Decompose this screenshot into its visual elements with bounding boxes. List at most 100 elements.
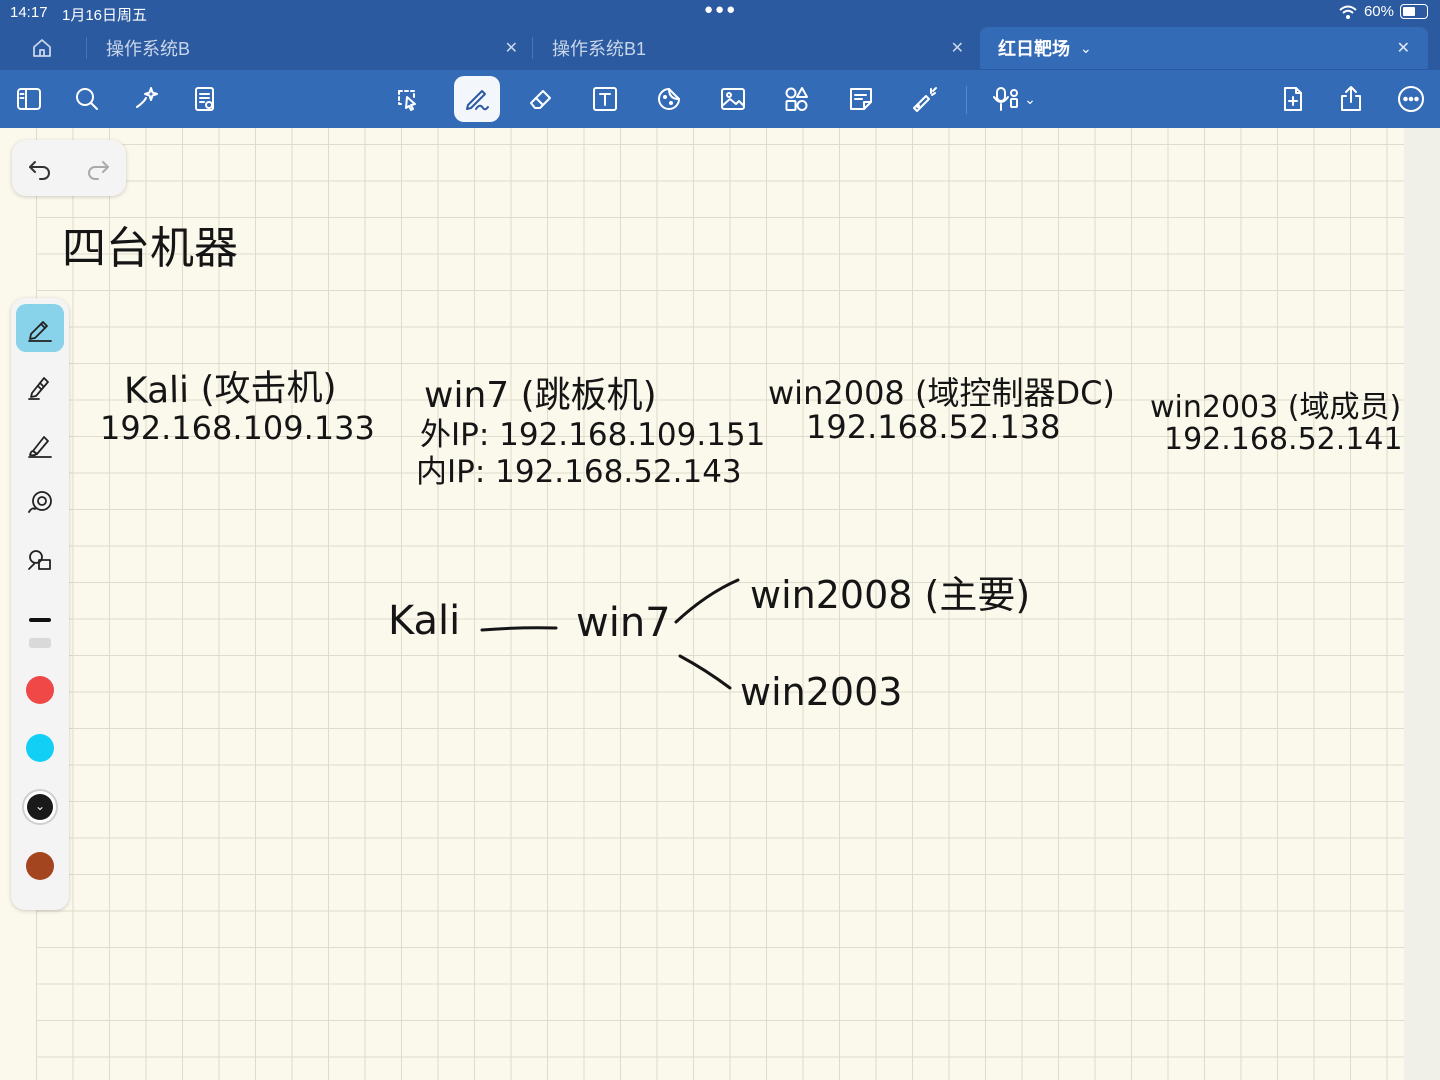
fountain-pen-tool[interactable] (16, 304, 64, 352)
stamp-icon (28, 491, 52, 513)
undo-redo-panel (12, 140, 126, 196)
pen-palette: ⌄ (11, 298, 69, 910)
color-cyan[interactable] (26, 734, 54, 762)
text-button[interactable] (584, 78, 626, 120)
tab-label: 红日靶场 (998, 39, 1070, 59)
redo-icon (88, 161, 109, 180)
color-black-selected[interactable]: ⌄ (22, 789, 58, 825)
win7-external-ip: 外IP: 192.168.109.151 (420, 417, 766, 453)
lasso-icon (398, 90, 416, 111)
undo-button[interactable] (24, 152, 56, 184)
top-bar: 14:17 1月16日周五 ●●● 60% 操作系统B ✕ 操作系统B1 ✕ 红… (0, 0, 1440, 128)
magic-wand-icon (136, 87, 158, 108)
share-icon (1341, 86, 1361, 111)
color-red[interactable] (26, 676, 54, 704)
microphone-button[interactable]: ⌄ (982, 78, 1046, 120)
diagram-win2003: win2003 (740, 670, 903, 714)
battery-fill (1403, 7, 1415, 16)
document-icon (195, 87, 214, 111)
home-icon (33, 39, 51, 57)
status-time: 14:17 (10, 4, 48, 21)
shape-pen-tool[interactable] (16, 536, 64, 584)
win2003-ip: 192.168.52.141 (1164, 422, 1403, 457)
fountain-pen-icon (28, 321, 52, 342)
pen-icon (466, 90, 489, 111)
tab-red-range[interactable]: 红日靶场 ⌄ ✕ (980, 27, 1428, 69)
chevron-down-icon[interactable]: ⌄ (1080, 39, 1092, 56)
tab-divider (86, 37, 87, 59)
status-date: 1月16日周五 (62, 7, 148, 24)
search-icon (76, 88, 98, 110)
stroke-thick[interactable] (29, 618, 51, 622)
more-icon (1398, 86, 1424, 112)
close-icon[interactable]: ✕ (1396, 40, 1410, 57)
add-page-button[interactable] (1272, 78, 1314, 120)
tab-os-b[interactable]: 操作系统B ✕ (106, 27, 518, 69)
win7-name: win7 (跳板机) (424, 375, 657, 416)
close-icon[interactable]: ✕ (950, 40, 964, 57)
stamp-tool[interactable] (16, 478, 64, 526)
link-kali-win7 (480, 626, 558, 632)
search-button[interactable] (66, 78, 108, 120)
microphone-icon (993, 87, 1019, 111)
sticky-note-icon (850, 88, 872, 110)
ballpoint-pen-tool[interactable] (16, 362, 64, 410)
ai-button[interactable] (126, 78, 168, 120)
brush-pen-tool[interactable] (16, 420, 64, 468)
document-button[interactable] (184, 78, 226, 120)
add-page-icon (1284, 87, 1302, 111)
undo-icon (29, 161, 50, 180)
chevron-down-icon[interactable]: ⌄ (1024, 90, 1036, 107)
note-title: 四台机器 (62, 223, 238, 274)
eraser-icon (530, 90, 551, 109)
redo-button[interactable] (82, 152, 114, 184)
lasso-button[interactable] (386, 78, 428, 120)
image-icon (721, 88, 745, 110)
eraser-button[interactable] (520, 78, 562, 120)
win7-internal-ip: 内IP: 192.168.52.143 (416, 454, 742, 490)
text-icon (593, 87, 617, 111)
tab-label: 操作系统B1 (552, 39, 647, 59)
shape-pen-icon (28, 550, 51, 570)
battery-icon (1400, 4, 1428, 19)
link-win7-win2003 (678, 654, 732, 690)
tab-divider (532, 37, 533, 59)
diagram-win2008: win2008 (主要) (750, 573, 1031, 617)
laser-pointer-icon (913, 87, 937, 112)
share-button[interactable] (1330, 78, 1372, 120)
win2003-name: win2003 (域成员) (1150, 390, 1402, 425)
battery-percent: 60% (1363, 3, 1394, 20)
win2008-ip: 192.168.52.138 (806, 408, 1061, 446)
toolbar-divider (966, 86, 967, 114)
win2008-name: win2008 (域控制器DC) (768, 374, 1115, 412)
tab-bar: 操作系统B ✕ 操作系统B1 ✕ 红日靶场 ⌄ ✕ (0, 27, 1440, 69)
tab-label: 操作系统B (106, 39, 191, 59)
sticker-icon (658, 88, 680, 110)
home-tab[interactable] (30, 27, 64, 69)
shapes-icon (785, 87, 808, 111)
note-canvas[interactable] (36, 128, 1404, 1080)
more-button[interactable] (1390, 78, 1432, 120)
status-right: 60% (1338, 3, 1428, 20)
sticker-button[interactable] (648, 78, 690, 120)
sidebar-icon (17, 88, 41, 110)
tab-os-b1[interactable]: 操作系统B1 ✕ (552, 27, 964, 69)
wifi-icon (1339, 5, 1357, 19)
ballpoint-pen-icon (28, 377, 49, 400)
close-icon[interactable]: ✕ (504, 40, 518, 57)
pen-tool-button[interactable] (454, 76, 500, 122)
status-bar: 14:17 1月16日周五 ●●● 60% (0, 0, 1440, 26)
toolbar: ⌄ (0, 70, 1440, 128)
kali-ip: 192.168.109.133 (100, 409, 375, 447)
image-button[interactable] (712, 78, 754, 120)
multitasking-dots-icon[interactable]: ●●● (704, 1, 738, 18)
shapes-button[interactable] (776, 78, 818, 120)
stroke-thin[interactable] (29, 638, 51, 648)
sidebar-button[interactable] (8, 78, 50, 120)
color-brown[interactable] (26, 852, 54, 880)
diagram-win7: win7 (576, 600, 671, 646)
sticky-note-button[interactable] (840, 78, 882, 120)
laser-pointer-button[interactable] (904, 78, 946, 120)
link-win7-win2008 (674, 578, 740, 624)
